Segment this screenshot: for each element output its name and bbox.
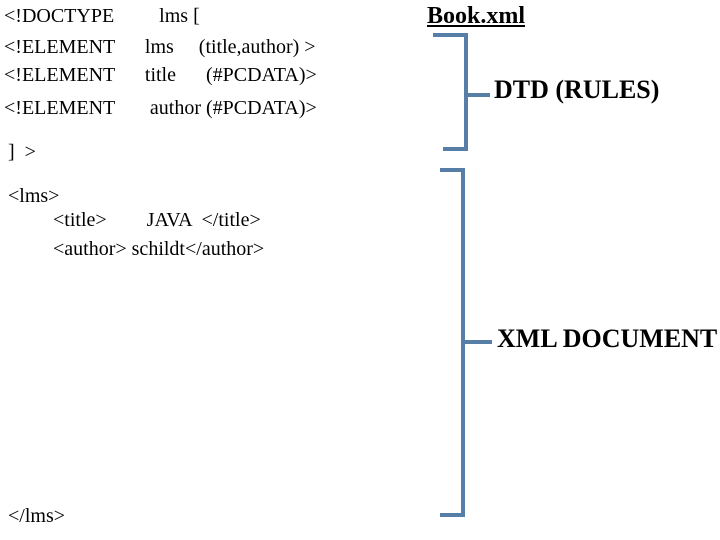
dtd-bracket-vertical-line [464,33,468,151]
code-line-element-author: <!ELEMENT author (#PCDATA)> [4,97,317,119]
dtd-rules-label: DTD (RULES) [494,75,660,104]
dtd-bracket-tick [468,93,490,97]
dtd-bracket-top-cap [433,33,468,37]
xml-bracket-vertical-line [461,168,465,517]
code-line-author-element: <author> schildt</author> [53,238,265,260]
code-line-title-element: <title> JAVA </title> [53,209,261,231]
xml-bracket-top-cap [440,168,465,172]
file-title: Book.xml [427,3,526,29]
code-line-lms-close: </lms> [8,505,66,527]
dtd-bracket-bottom-cap [443,147,468,151]
xml-document-label: XML DOCUMENT [497,324,718,353]
code-line-element-title: <!ELEMENT title (#PCDATA)> [4,64,317,86]
xml-bracket-bottom-cap [440,513,465,517]
code-line-doctype: <!DOCTYPE lms [ [4,5,200,27]
code-line-dtd-close: ] > [8,141,36,163]
code-line-lms-open: <lms> [8,185,60,207]
code-line-element-lms: <!ELEMENT lms (title,author) > [4,36,316,58]
xml-bracket-tick [465,340,492,344]
